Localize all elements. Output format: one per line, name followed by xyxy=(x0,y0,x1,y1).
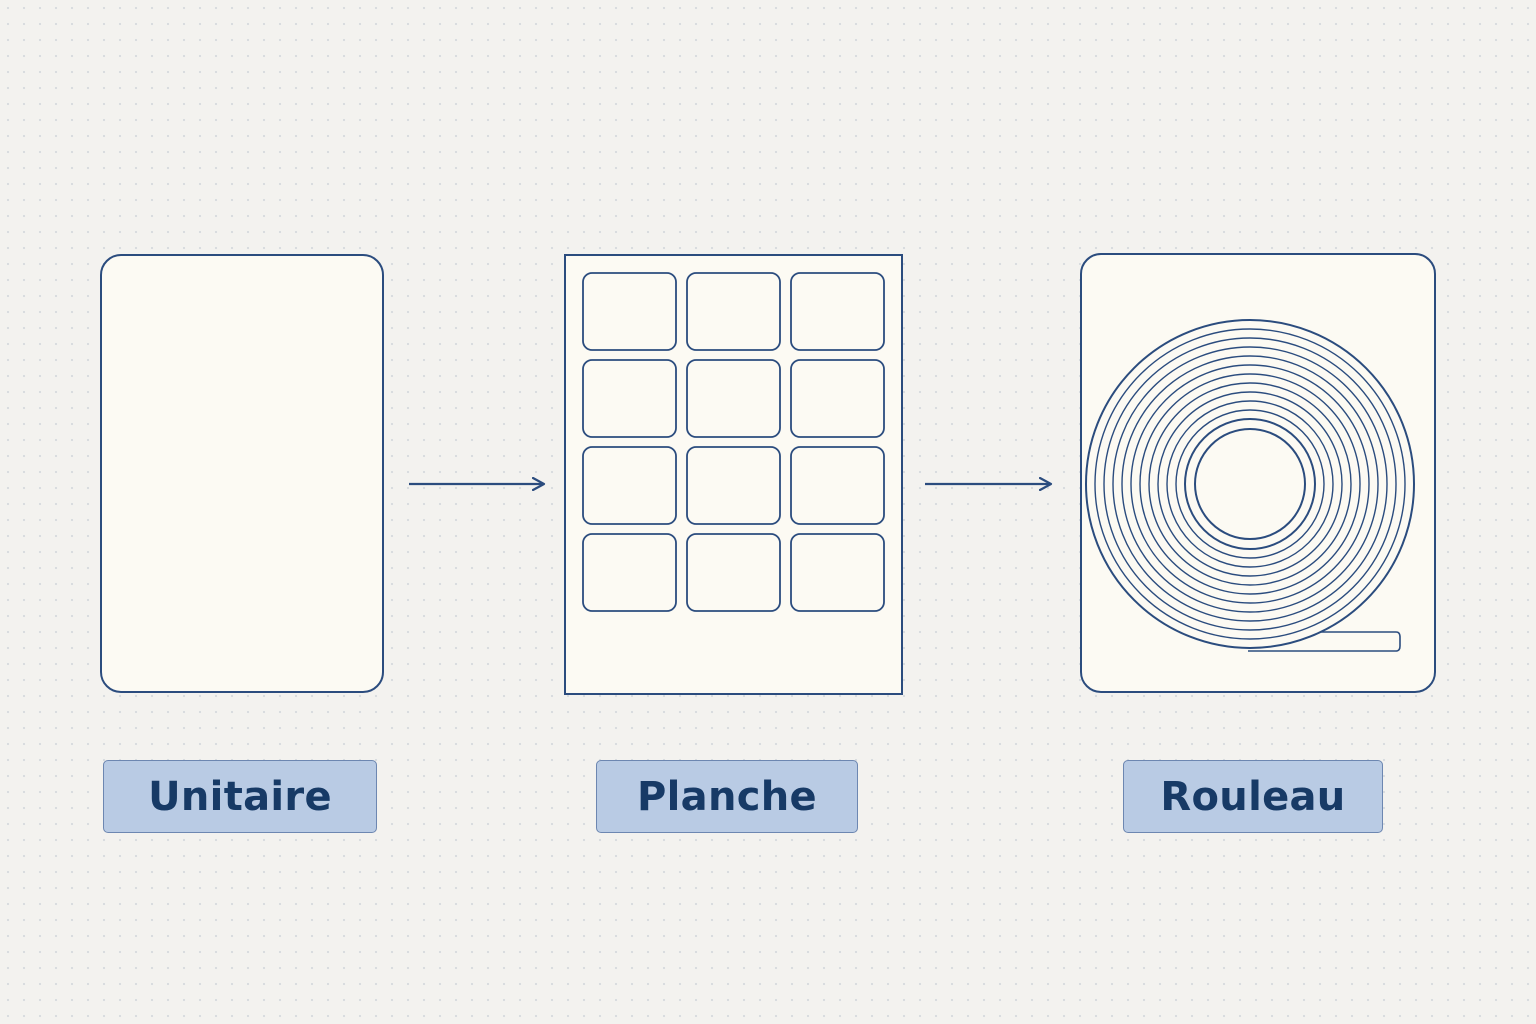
roll-ring xyxy=(1166,400,1334,568)
single-label-card xyxy=(100,254,384,693)
sheet-label-cell xyxy=(582,446,677,525)
stage-label-planche: Planche xyxy=(596,760,858,833)
stage-label-rouleau: Rouleau xyxy=(1123,760,1383,833)
single-label-icon xyxy=(100,254,384,693)
roll-ring xyxy=(1121,355,1379,613)
sheet-label-cell xyxy=(686,446,781,525)
sheet-label-cell xyxy=(582,359,677,438)
label-sheet-grid xyxy=(582,272,885,612)
roll-ring xyxy=(1130,364,1370,604)
roll-ring xyxy=(1103,337,1397,631)
sheet-label-cell xyxy=(790,446,885,525)
roll-ring xyxy=(1139,373,1361,595)
roll-ring xyxy=(1112,346,1388,622)
stage-label-unitaire: Unitaire xyxy=(103,760,377,833)
sheet-label-cell xyxy=(582,533,677,612)
roll-core xyxy=(1194,428,1306,540)
sheet-label-cell xyxy=(790,272,885,351)
roll-ring xyxy=(1157,391,1343,577)
sheet-label-cell xyxy=(582,272,677,351)
roll-ring xyxy=(1148,382,1352,586)
roll-ring xyxy=(1184,418,1316,550)
label-roll-icon xyxy=(1080,253,1436,693)
roll-ring xyxy=(1175,409,1325,559)
roll-ring xyxy=(1094,328,1406,640)
label-sheet-icon xyxy=(564,254,903,695)
sheet-label-cell xyxy=(790,533,885,612)
roll-rings xyxy=(1085,319,1415,649)
sheet-label-cell xyxy=(686,359,781,438)
sheet-label-cell xyxy=(790,359,885,438)
sheet-label-cell xyxy=(686,533,781,612)
sheet-label-cell xyxy=(686,272,781,351)
